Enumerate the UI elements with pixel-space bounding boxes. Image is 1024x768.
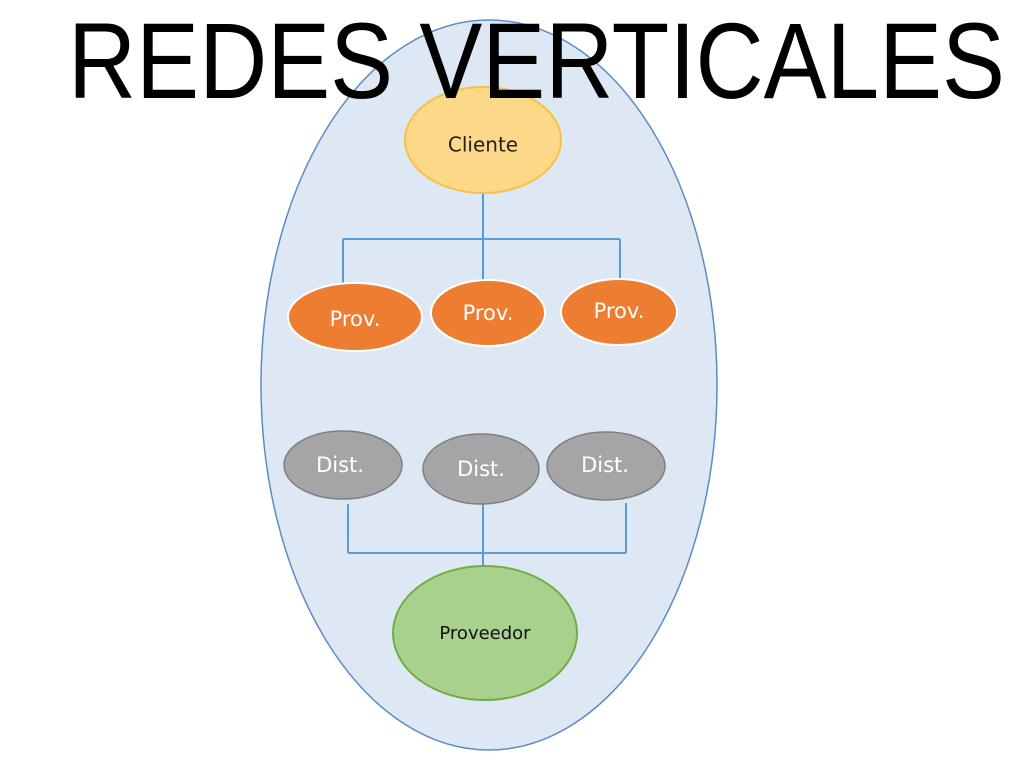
node-proveedor: Proveedor <box>392 565 578 701</box>
connectors-bottom <box>347 503 627 568</box>
node-prov-label: Prov. <box>463 301 514 325</box>
slide-title: REDES VERTICALES <box>68 0 1005 121</box>
node-cliente-label: Cliente <box>448 133 518 157</box>
node-prov-1: Prov. <box>287 282 423 352</box>
node-proveedor-label: Proveedor <box>439 623 531 644</box>
node-prov-3: Prov. <box>560 278 678 346</box>
node-dist-2: Dist. <box>422 433 540 505</box>
node-prov-label: Prov. <box>330 307 381 331</box>
node-dist-label: Dist. <box>581 453 629 477</box>
node-dist-label: Dist. <box>457 457 505 481</box>
container-ellipse <box>260 19 718 751</box>
node-prov-2: Prov. <box>430 279 546 347</box>
node-dist-3: Dist. <box>546 431 666 501</box>
node-dist-1: Dist. <box>283 430 403 500</box>
node-prov-label: Prov. <box>594 299 645 323</box>
node-dist-label: Dist. <box>316 453 364 477</box>
connectors-top <box>342 193 621 285</box>
node-cliente: Cliente <box>404 86 562 194</box>
